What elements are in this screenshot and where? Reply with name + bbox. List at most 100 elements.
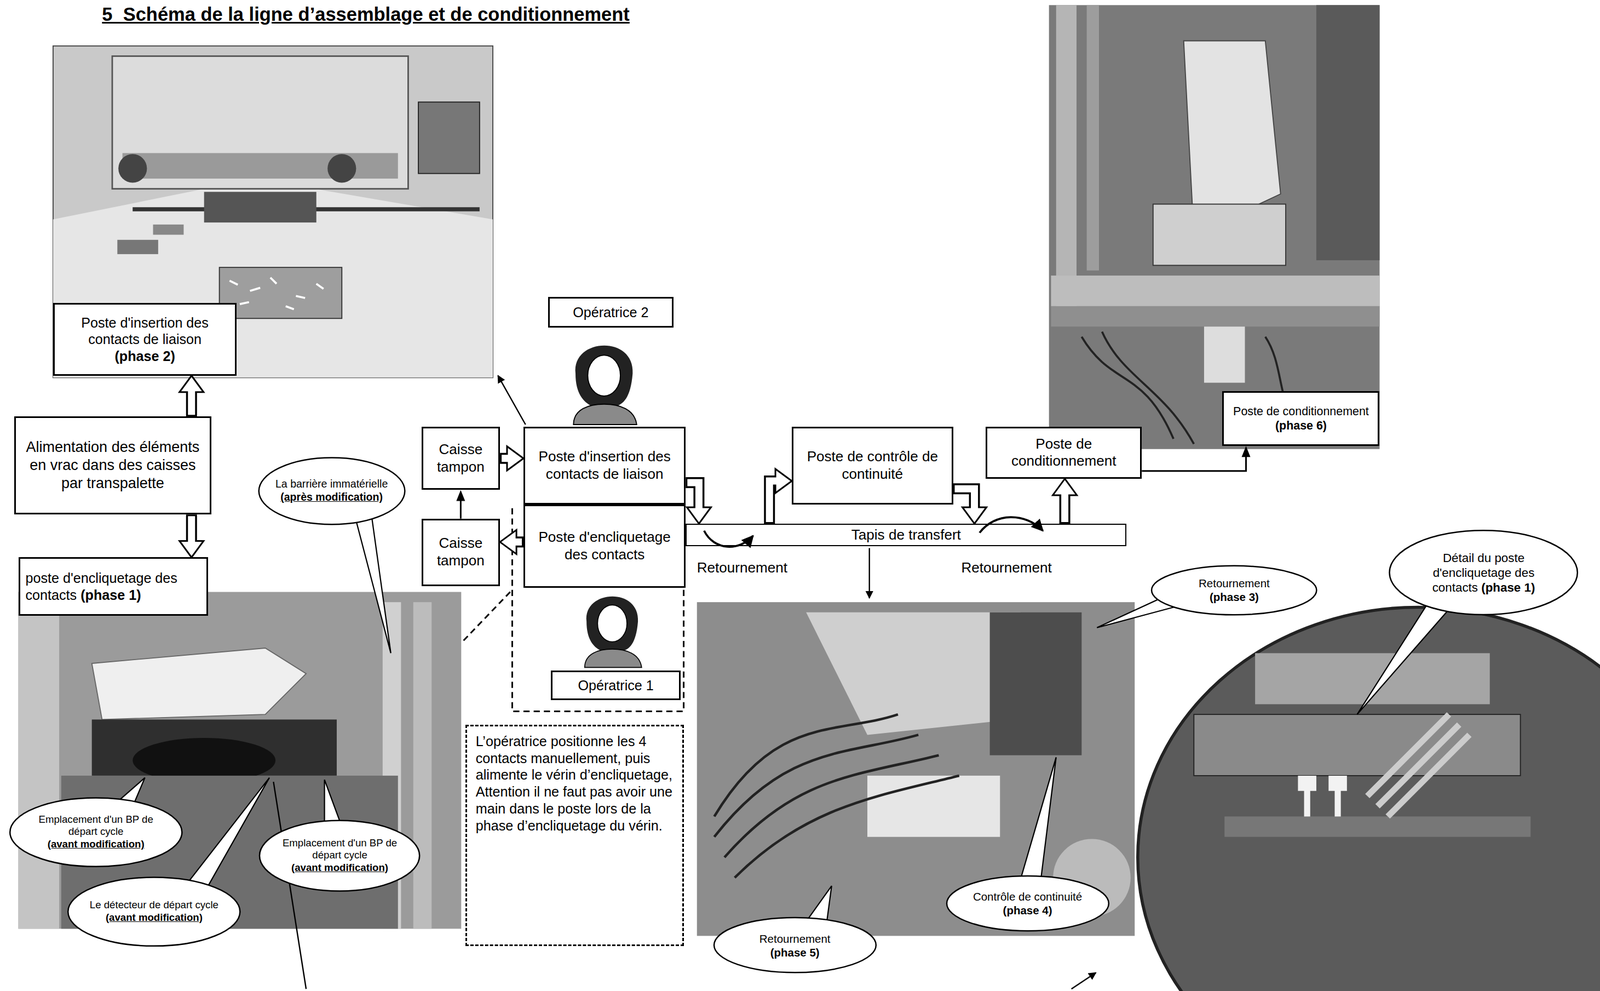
photo-insertion-station-part (53, 45, 493, 378)
operator-figure-part (584, 648, 642, 668)
photo-packaging-station-part (1316, 4, 1380, 261)
buffer-box: Caisse tampon (421, 518, 500, 586)
node-text: Poste d'insertion des contacts de liaiso… (530, 447, 679, 483)
photo-detail-part (1297, 775, 1347, 817)
callout-outline (712, 916, 878, 974)
photo-insertion-station-part (204, 191, 317, 223)
arrow-fill (187, 389, 195, 416)
arrow-fill (501, 454, 510, 462)
arrow-head (456, 489, 465, 501)
arrow-fill (513, 538, 522, 546)
dashed-zone-part (461, 591, 510, 643)
photo-insertion-station-part (219, 267, 343, 319)
flow-arrow (769, 468, 792, 524)
phase-tag: (phase 4) (964, 902, 1091, 917)
arrow-fill (769, 480, 779, 522)
photo-packaging-station-part (1049, 4, 1380, 449)
arrow-line (1141, 455, 1246, 471)
buffer-box: Caisse tampon (421, 426, 500, 491)
photo-packaging-station-part (1086, 4, 1099, 270)
photo-insertion-station-part (53, 178, 493, 378)
operator-figure-part (575, 345, 633, 407)
text-block: Poste d'encliquetage des contacts (530, 528, 679, 564)
node-text: Opératrice 2 (555, 303, 667, 321)
text-block: Détail du poste d'encliquetage des conta… (1410, 550, 1557, 596)
text-block: Contrôle de continuité(phase 4) (964, 889, 1091, 917)
leader-arrow-part (868, 547, 871, 598)
turnover-arrow-part (704, 530, 753, 547)
callout-tail-part (1356, 601, 1449, 715)
operator-figure-part (586, 596, 638, 652)
photo-insertion-station-part (327, 153, 356, 183)
photo-insertion-station (53, 45, 493, 378)
node-text: Poste de conditionnement (1229, 404, 1373, 419)
callout-ellipse (67, 876, 240, 946)
node-text: Tapis de transfert (689, 526, 1122, 544)
leader-arrow-part (497, 375, 526, 425)
node-text: Poste de conditionnement (992, 435, 1135, 471)
callout-ellipse (946, 875, 1109, 931)
node-text: Retournement (732, 931, 858, 946)
flow-arrow (1141, 445, 1251, 471)
photo-insertion-station-part (153, 224, 184, 235)
text-block: Alimentation des éléments en vrac dans d… (21, 438, 205, 493)
node-text: Caisse tampon (428, 534, 493, 570)
node-text: L’opératrice positionne les 4 contacts m… (475, 732, 674, 834)
operator-figure (584, 596, 642, 668)
callout-ellipse (714, 917, 877, 973)
node-text: Opératrice 1 (557, 676, 674, 694)
station-label: poste d'encliquetage des contacts(phase … (18, 556, 209, 615)
node-text: La barrière immatérielle (274, 477, 389, 491)
callout-bubble: Retournement(phase 3) (1149, 564, 1319, 616)
process-box: Poste de conditionnement (985, 426, 1142, 479)
node-text: Emplacement d'un BP de départ cycle (29, 813, 163, 838)
text-block: Poste d'insertion des contacts de liaiso… (60, 314, 230, 365)
arrow-fill (1061, 492, 1069, 522)
operator-label: Opératrice 1 (550, 670, 681, 700)
node-text: Le détecteur de départ cycle (87, 898, 222, 912)
photo-insertion-station-part (118, 153, 147, 183)
phase-tag: (phase 1) (80, 586, 141, 603)
arrow-fill (954, 488, 975, 510)
text-block: Tapis de transfert (689, 526, 1122, 544)
photo-packaging-station-part (1050, 275, 1380, 307)
flow-arrow (499, 529, 524, 554)
photo-continuity-station-part (697, 601, 1135, 936)
process-box: Poste d'encliquetage des contacts (523, 504, 686, 589)
photo-detail-part (1137, 607, 1600, 991)
flow-arrow (685, 482, 711, 524)
callout-bubble: Emplacement d'un BP de départ cycle(avan… (8, 796, 184, 868)
flow-arrow (179, 375, 204, 417)
photo-detail (1137, 607, 1600, 991)
photo-packaging-station-part (1056, 4, 1077, 312)
photo-continuity-station-part (714, 714, 959, 878)
node-text: Poste d'encliquetage des contacts (530, 528, 679, 564)
node-text: Poste d'insertion des contacts de liaiso… (60, 314, 230, 348)
station-label: Poste de conditionnement(phase 6) (1222, 390, 1380, 447)
callout-tail-part (352, 499, 391, 653)
node-text: Poste de contrôle de continuité (798, 447, 946, 483)
flow-arrow (1052, 478, 1078, 524)
node-text: Caisse tampon (428, 440, 493, 476)
photo-continuity-station (697, 601, 1135, 936)
phase-tag: (phase 3) (1170, 589, 1299, 604)
callout-tail-part (1020, 756, 1057, 880)
text-block: La barrière immatérielle(après modificat… (274, 477, 389, 504)
callout-outline (945, 874, 1111, 932)
callout-bubble: La barrière immatérielle(après modificat… (257, 456, 407, 526)
callout-bubble: Le détecteur de départ cycle(avant modif… (66, 875, 243, 947)
node-text: Alimentation des éléments en vrac dans d… (21, 438, 205, 493)
flow-arrow (499, 446, 524, 471)
phase-tag: (phase 2) (60, 347, 230, 365)
arrow-head (1241, 445, 1251, 457)
photo-continuity-station-part (867, 775, 1000, 837)
text-block: Opératrice 1 (557, 676, 674, 694)
text-block: Emplacement d'un BP de départ cycle(avan… (277, 836, 402, 874)
flow-arrow (179, 514, 204, 557)
operator-figure-part (597, 604, 627, 642)
callout-tail-part (183, 777, 270, 894)
phase-tag: (phase 6) (1229, 418, 1373, 433)
photo-packaging-station (1049, 4, 1380, 449)
text-block: poste d'encliquetage des contacts(phase … (25, 569, 202, 603)
text-block: Caisse tampon (428, 534, 493, 570)
